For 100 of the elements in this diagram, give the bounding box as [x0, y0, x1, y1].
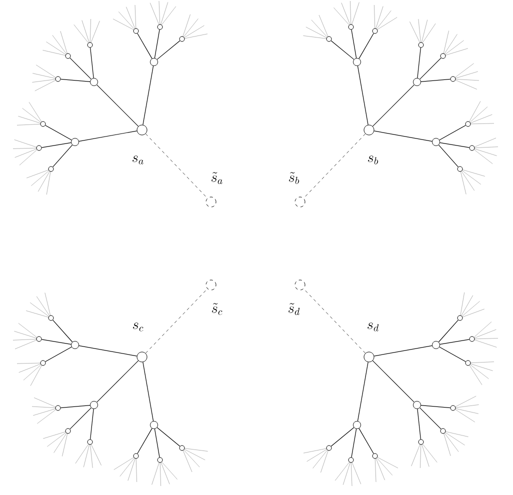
tree-node: [179, 445, 185, 451]
branch-line: [420, 408, 442, 430]
branch-line: [45, 346, 72, 362]
tree-node: [353, 421, 361, 429]
tree-node: [157, 457, 163, 463]
tree-node: [418, 42, 424, 48]
tree-node: [326, 445, 332, 451]
branch-line: [440, 339, 470, 345]
branch-line: [351, 29, 357, 58]
tree-node: [413, 78, 421, 86]
branch-line: [440, 142, 470, 148]
variable-label: $\tilde{s}_a$: [212, 172, 222, 184]
tree-node: [55, 76, 61, 82]
tree-node: [90, 78, 98, 86]
tree-node: [87, 439, 93, 445]
branch-line: [439, 125, 466, 140]
branch-line: [60, 78, 90, 82]
branch-line: [439, 346, 466, 362]
branch-line: [438, 320, 458, 342]
tree-node: [348, 24, 354, 30]
branch-line: [70, 408, 92, 430]
tree-node: [457, 166, 463, 172]
tree-node: [432, 341, 440, 349]
tree-node: [90, 401, 98, 409]
tree-node: [326, 36, 332, 42]
branch-line: [41, 339, 72, 345]
branch-line: [90, 408, 94, 440]
tree-node: [469, 336, 475, 342]
branch-line: [52, 320, 73, 342]
variable-label: $\tilde{s}_b$: [289, 172, 300, 184]
tree-node: [36, 336, 42, 342]
tree-node: [133, 453, 139, 459]
branch-line: [45, 125, 72, 140]
branch-line: [60, 405, 90, 408]
branch-line: [357, 362, 368, 422]
tree-node: [450, 76, 456, 82]
branch-line: [78, 345, 138, 356]
branch-line: [372, 84, 414, 127]
variable-label: $s_d$: [368, 322, 379, 332]
tree-node: [48, 166, 54, 172]
tree-node: [469, 145, 475, 151]
tree-node: [40, 360, 46, 366]
branch-line: [52, 144, 73, 168]
branch-line: [357, 66, 368, 126]
tree-node: [465, 121, 471, 127]
branch-line: [374, 130, 432, 142]
tree-node: [465, 360, 471, 366]
branch-line: [70, 58, 92, 80]
branch-line: [358, 33, 374, 59]
dashed-line: [303, 134, 366, 198]
branch-line: [156, 40, 180, 60]
tree-node: [440, 53, 446, 59]
tree-node: [133, 28, 139, 34]
tree-node: [432, 138, 440, 146]
tree-node: [65, 53, 71, 59]
branch-line: [96, 360, 139, 402]
branch-line: [137, 33, 152, 59]
tree-node: [372, 453, 378, 459]
variable-label: $s_b$: [368, 156, 378, 164]
branch-line: [330, 427, 354, 447]
branch-line: [358, 428, 374, 454]
variable-label: $\tilde{s}_d$: [288, 303, 300, 315]
tree-node: [440, 428, 446, 434]
tree-node: [418, 439, 424, 445]
branch-line: [420, 405, 451, 408]
tree-node: [372, 28, 378, 34]
branch-line: [41, 142, 72, 148]
tree-node: [48, 315, 54, 321]
branch-line: [78, 130, 138, 142]
branch-line: [420, 78, 451, 82]
tree-node: [40, 121, 46, 127]
branch-line: [351, 428, 357, 458]
branch-line: [154, 428, 160, 458]
branch-line: [420, 58, 442, 80]
tree-node: [150, 421, 158, 429]
branch-line: [417, 408, 421, 440]
branch-line: [96, 84, 139, 127]
branch-line: [90, 47, 94, 78]
variable-label: $\tilde{s}_c$: [212, 303, 222, 315]
tree-node: [457, 315, 463, 321]
tree-node: [65, 428, 71, 434]
tree-node: [413, 401, 421, 409]
tree-node: [450, 405, 456, 411]
branch-line: [374, 345, 432, 356]
tree-node: [36, 145, 42, 151]
tree-node: [71, 341, 79, 349]
branch-line: [372, 360, 414, 402]
variable-label: $s_c$: [133, 322, 144, 332]
branch-line: [142, 66, 154, 126]
branch-line: [156, 427, 180, 447]
branch-line: [417, 47, 421, 78]
tree-node: [150, 58, 158, 66]
tree-node: [348, 457, 354, 463]
branch-line: [438, 144, 458, 168]
tree-node: [353, 58, 361, 66]
tree-node: [87, 42, 93, 48]
branch-line: [330, 40, 354, 60]
tree-node: [71, 138, 79, 146]
tree-node: [179, 36, 185, 42]
dashed-line: [145, 288, 208, 354]
